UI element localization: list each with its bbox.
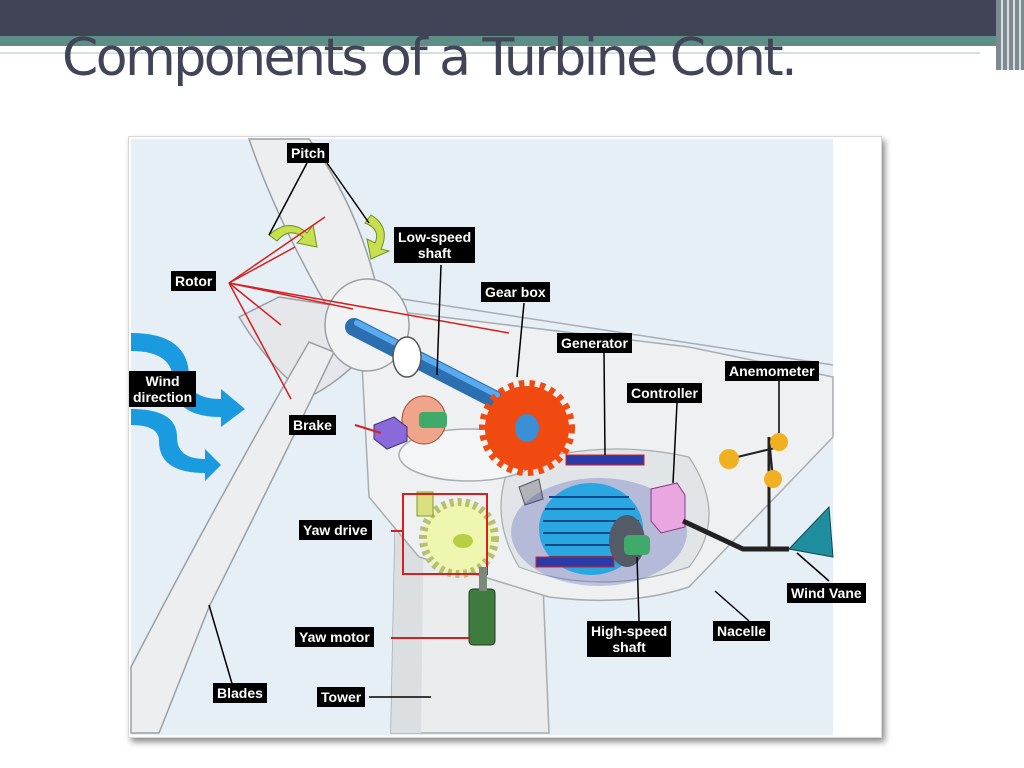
slide-corner-decoration [996,0,1024,70]
slide-title: Components of a Turbine Cont. [62,28,798,88]
rotor-leader-lines [228,216,510,400]
label-wind-direction: Wind direction [129,371,197,407]
slide-header-line [0,52,980,54]
label-gear-box: Gear box [481,282,550,302]
label-low-speed-shaft: Low-speed shaft [394,227,476,263]
label-generator: Generator [557,333,632,353]
main-bearing [392,336,422,378]
right-margin [833,139,879,735]
turbine-diagram: Pitch Low-speed shaft Rotor Gear box Gen… [128,136,882,738]
label-wind-vane: Wind Vane [787,583,866,603]
label-nacelle: Nacelle [713,621,771,641]
brake-caliper [373,416,408,450]
label-yaw-drive: Yaw drive [299,520,372,540]
label-high-speed-shaft: High-speed shaft [587,621,672,657]
pitch-arrow-right [364,214,391,260]
label-rotor: Rotor [171,271,217,291]
label-brake: Brake [289,415,336,435]
label-tower: Tower [317,687,366,707]
slide-header-bar [0,0,1024,36]
label-anemometer: Anemometer [725,361,819,381]
high-speed-shaft-stub [624,535,650,555]
red-leader-lines [354,424,469,639]
gear-box [479,380,575,476]
label-leader-lines [208,162,830,698]
label-low-speed-shaft-text: Low-speed shaft [398,229,472,261]
label-high-speed-shaft-text: High-speed shaft [591,623,668,655]
yaw-motor [468,588,496,646]
anemometer [719,433,788,488]
yaw-motor-shaft [479,567,487,591]
gear-box-pinion [518,478,544,506]
label-controller: Controller [627,383,702,403]
turbine-illustration [130,138,879,735]
yaw-drive-box [402,493,488,575]
brake-shaft [419,412,447,428]
yaw-drive [416,491,499,578]
wind-arrow-lower [131,409,221,481]
controller-box [650,482,686,534]
label-wind-direction-text: Wind direction [133,373,193,405]
label-yaw-motor: Yaw motor [295,627,374,647]
low-speed-shaft-rod [345,318,503,408]
label-pitch: Pitch [287,143,330,163]
pitch-arrow-left [268,223,318,248]
anemometer-mast [681,518,789,552]
slide-header-accent [0,36,1024,46]
low-speed-shaft-highlight [354,320,500,398]
nacelle-top-line [388,296,834,366]
label-blades: Blades [213,683,267,703]
wind-vane [787,505,834,558]
generator-stator-bottom [535,556,615,568]
generator-stator-top [565,454,645,466]
